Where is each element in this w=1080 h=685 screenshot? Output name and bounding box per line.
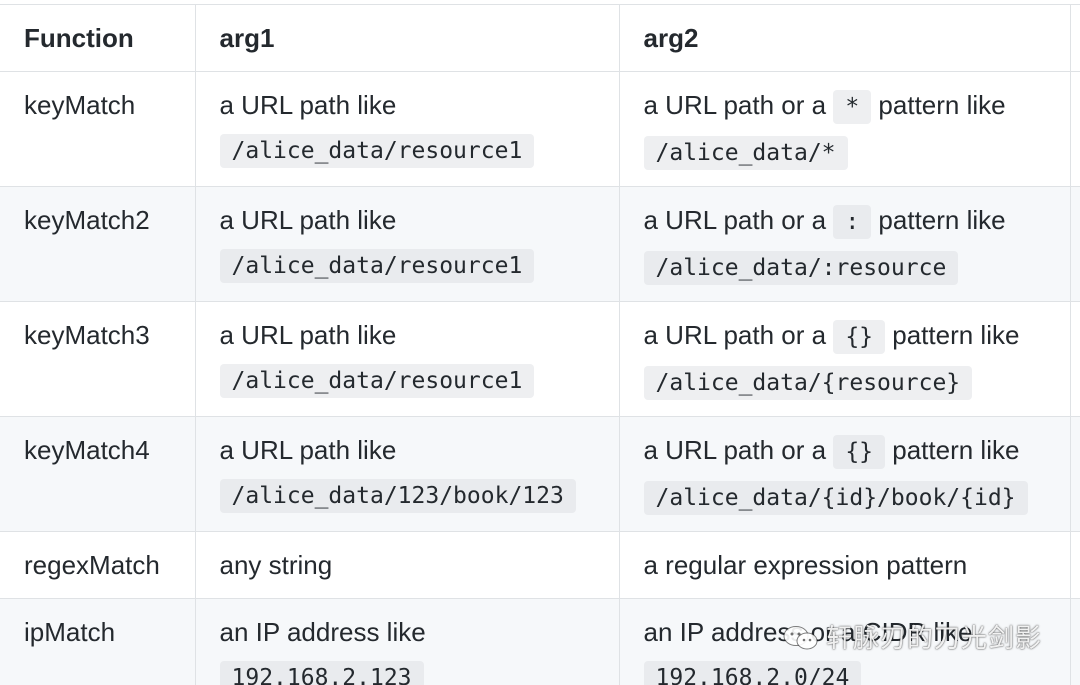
arg1-text: an IP address like bbox=[219, 617, 426, 647]
watermark-text: 轩脉刃的刀光剑影 bbox=[826, 624, 1043, 654]
arg2-cell: an IP address or a CIDR like 192.168.2.0… bbox=[618, 598, 1071, 685]
extra-cell bbox=[1069, 71, 1080, 187]
arg1-text: a URL path like bbox=[219, 205, 397, 235]
table-header-row: Function arg1 arg2 bbox=[0, 4, 1080, 72]
arg2-text-before: a URL path or a bbox=[643, 320, 827, 350]
arg1-cell: a URL path like /alice_data/resource1 bbox=[194, 301, 620, 417]
arg2-cell: a URL path or a {} pattern like /alice_d… bbox=[618, 416, 1071, 532]
table-row: regexMatch any string a regular expressi… bbox=[0, 531, 1080, 599]
arg1-code: /alice_data/123/book/123 bbox=[219, 479, 576, 513]
table-row: keyMatch a URL path like /alice_data/res… bbox=[0, 71, 1080, 187]
arg1-cell: any string bbox=[194, 531, 620, 599]
header-arg1: arg1 bbox=[194, 4, 620, 72]
arg1-text: a URL path like bbox=[219, 435, 397, 465]
arg1-cell: a URL path like /alice_data/resource1 bbox=[194, 71, 620, 187]
arg2-cell: a URL path or a {} pattern like /alice_d… bbox=[618, 301, 1071, 417]
arg2-inline-code: {} bbox=[833, 435, 886, 469]
function-cell: keyMatch4 bbox=[0, 416, 196, 532]
arg2-code: /alice_data/{id}/book/{id} bbox=[643, 481, 1028, 515]
arg2-code: /alice_data/{resource} bbox=[643, 366, 973, 400]
function-cell: keyMatch2 bbox=[0, 186, 196, 302]
table-row: keyMatch4 a URL path like /alice_data/12… bbox=[0, 416, 1080, 532]
function-cell: keyMatch3 bbox=[0, 301, 196, 417]
arg2-text-before: a URL path or a bbox=[643, 435, 827, 465]
arg2-text-before: a URL path or a bbox=[643, 205, 827, 235]
match-functions-table: Function arg1 arg2 keyMatch a URL path l… bbox=[0, 4, 1080, 685]
arg2-text-after: pattern like bbox=[878, 90, 1006, 120]
arg1-text: a URL path like bbox=[219, 90, 397, 120]
function-cell: keyMatch bbox=[0, 71, 196, 187]
arg1-code: /alice_data/resource1 bbox=[219, 249, 535, 283]
arg2-text-after: pattern like bbox=[892, 320, 1020, 350]
function-cell: regexMatch bbox=[0, 531, 196, 599]
table-row: ipMatch an IP address like 192.168.2.123… bbox=[0, 598, 1080, 685]
arg2-text-after: pattern like bbox=[892, 435, 1020, 465]
arg1-code: /alice_data/resource1 bbox=[219, 364, 535, 398]
watermark: 轩脉刃的刀光剑影 bbox=[782, 618, 1042, 655]
header-function: Function bbox=[0, 4, 196, 72]
table-row: keyMatch3 a URL path like /alice_data/re… bbox=[0, 301, 1080, 417]
arg2-inline-code: * bbox=[833, 90, 872, 124]
table-row: keyMatch2 a URL path like /alice_data/re… bbox=[0, 186, 1080, 302]
arg1-cell: a URL path like /alice_data/resource1 bbox=[194, 186, 620, 302]
arg2-inline-code: : bbox=[833, 205, 872, 239]
arg1-code: /alice_data/resource1 bbox=[219, 134, 535, 168]
arg1-text: a URL path like bbox=[219, 320, 397, 350]
arg1-code: 192.168.2.123 bbox=[219, 661, 424, 685]
arg2-code: /alice_data/* bbox=[643, 136, 848, 170]
arg1-text: any string bbox=[219, 550, 333, 580]
extra-cell bbox=[1069, 186, 1080, 302]
arg2-code: 192.168.2.0/24 bbox=[643, 661, 862, 685]
arg2-code: /alice_data/:resource bbox=[643, 251, 959, 285]
arg2-text: a regular expression pattern bbox=[643, 550, 968, 580]
extra-cell bbox=[1069, 416, 1080, 532]
arg2-inline-code: {} bbox=[833, 320, 886, 354]
extra-cell bbox=[1069, 598, 1080, 685]
function-cell: ipMatch bbox=[0, 598, 196, 685]
extra-cell bbox=[1069, 301, 1080, 417]
arg1-cell: an IP address like 192.168.2.123 bbox=[194, 598, 620, 685]
arg2-cell: a regular expression pattern bbox=[618, 531, 1071, 599]
wechat-icon bbox=[783, 626, 818, 650]
extra-cell bbox=[1069, 531, 1080, 599]
arg2-cell: a URL path or a : pattern like /alice_da… bbox=[618, 186, 1071, 302]
arg2-text-after: pattern like bbox=[878, 205, 1006, 235]
header-arg2: arg2 bbox=[618, 4, 1071, 72]
arg2-cell: a URL path or a * pattern like /alice_da… bbox=[618, 71, 1071, 187]
header-extra bbox=[1069, 4, 1080, 72]
arg2-text-before: a URL path or a bbox=[643, 90, 827, 120]
arg1-cell: a URL path like /alice_data/123/book/123 bbox=[194, 416, 620, 532]
